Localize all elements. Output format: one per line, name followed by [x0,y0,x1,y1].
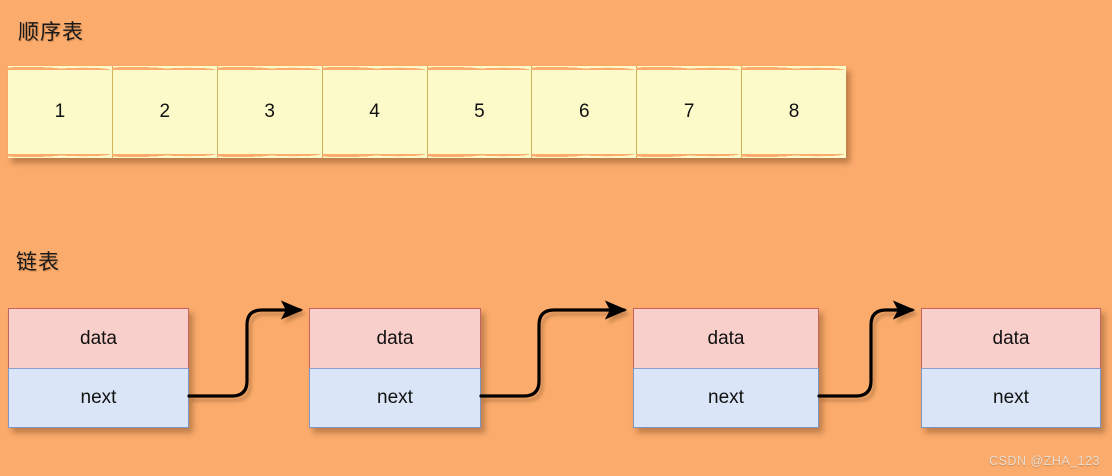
node-next-field: next [921,368,1101,428]
sequential-cell-label: 2 [159,101,171,122]
node-data-field: data [633,308,819,368]
node-next-field: next [309,368,481,428]
sequential-cell-label: 7 [683,101,695,122]
linked-list-node: data next [633,308,819,428]
linked-list-node: data next [8,308,189,428]
sequential-cell: 2 [111,65,218,158]
node-data-label: data [80,327,117,349]
node-data-label: data [707,327,745,349]
sequential-cell-label: 6 [579,101,590,122]
sequential-list-table: 1 2 3 4 5 6 7 8 [7,65,847,158]
sequential-cell: 8 [741,65,847,158]
node-next-field: next [633,368,819,428]
sequential-cell: 6 [531,65,638,158]
node-next-label: next [993,387,1029,408]
sequential-list-caption: 顺序表 [18,21,84,44]
sequential-cell-label: 5 [474,101,485,122]
sequential-cell: 7 [636,65,743,158]
sequential-cell-label: 8 [788,101,800,122]
linked-list-node: data next [309,308,481,428]
node-data-label: data [376,327,414,349]
sequential-cell-label: 1 [54,101,66,122]
sequential-cell: 3 [216,65,323,158]
linked-list-diagram: data next data next data next data [0,300,1112,440]
node-data-field: data [309,308,481,368]
node-data-field: data [921,308,1101,368]
node-next-label: next [708,387,744,408]
sequential-cell: 5 [426,65,533,158]
node-data-field: data [8,308,189,368]
node-data-label: data [992,327,1030,349]
linked-list-node: data next [921,308,1101,428]
node-next-field: next [8,368,189,428]
sequential-cell-label: 3 [264,101,275,122]
csdn-watermark: CSDN @ZHA_123 [989,454,1100,468]
linked-list-caption: 链表 [16,251,60,274]
sequential-cell: 4 [321,65,428,158]
node-next-label: next [377,387,413,408]
node-next-label: next [80,387,117,408]
sequential-cell: 1 [7,65,113,158]
sequential-cell-label: 4 [369,101,380,122]
